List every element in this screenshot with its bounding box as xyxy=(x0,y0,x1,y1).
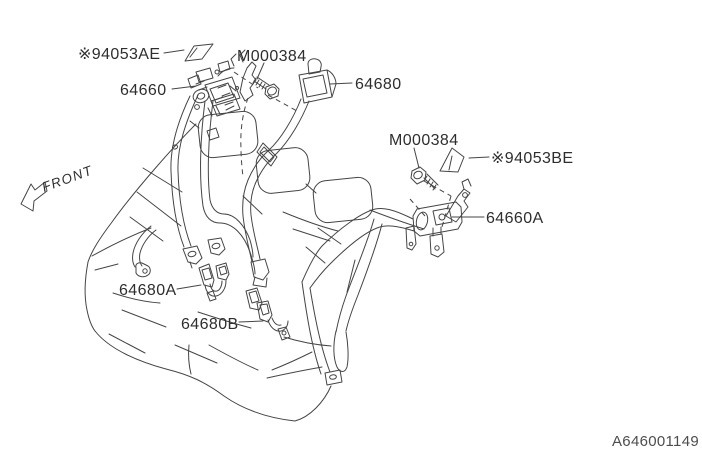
svg-text:A646001149: A646001149 xyxy=(612,433,699,450)
svg-text:FRONT: FRONT xyxy=(40,162,95,194)
svg-text:M000384: M000384 xyxy=(237,48,307,65)
svg-text:※94053BE: ※94053BE xyxy=(491,150,573,167)
svg-text:※94053AE: ※94053AE xyxy=(78,46,160,63)
svg-text:64680A: 64680A xyxy=(119,282,177,299)
svg-text:64660: 64660 xyxy=(120,82,167,99)
svg-text:M000384: M000384 xyxy=(389,132,459,149)
svg-text:64680: 64680 xyxy=(355,76,402,93)
svg-text:64680B: 64680B xyxy=(181,316,239,333)
svg-text:64660A: 64660A xyxy=(486,210,544,227)
